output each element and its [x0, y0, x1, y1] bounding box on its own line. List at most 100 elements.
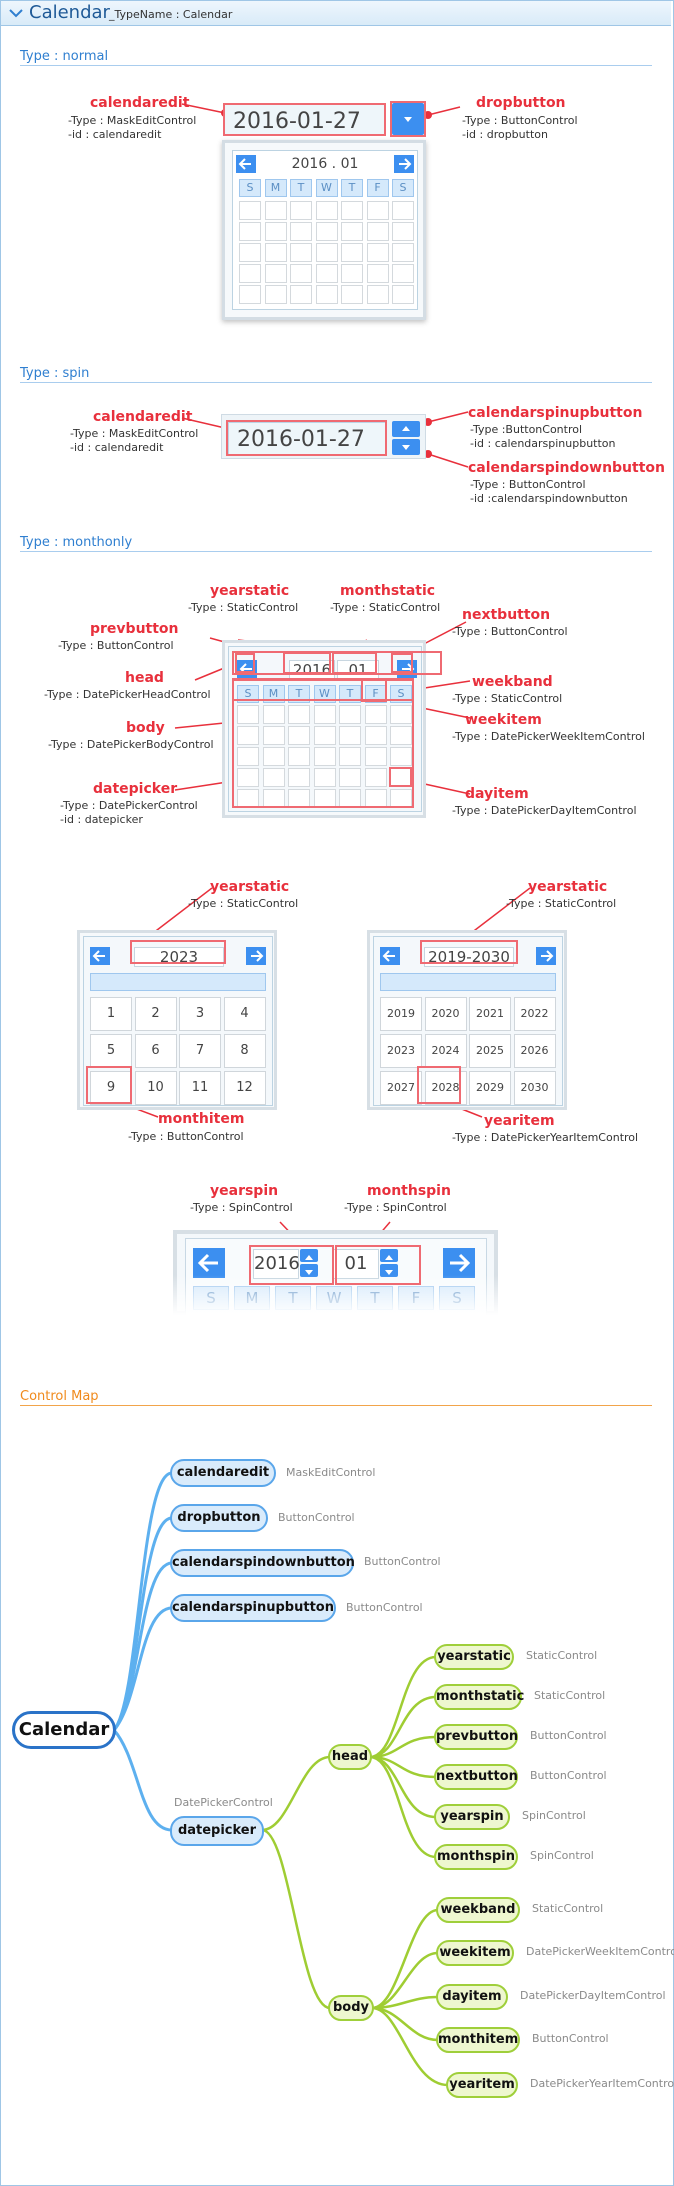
dayitem[interactable]	[390, 747, 412, 766]
grid-item[interactable]: 5	[90, 1034, 132, 1068]
dayitem[interactable]	[237, 705, 259, 724]
dayitem[interactable]	[264, 264, 287, 283]
mp-prevbutton[interactable]	[90, 947, 110, 965]
grid-item[interactable]: 2023	[380, 1034, 422, 1068]
spinhead-prevbutton[interactable]	[193, 1248, 225, 1278]
dayitem[interactable]	[366, 222, 389, 241]
grid-item[interactable]: 6	[134, 1034, 177, 1068]
yp-nextbutton[interactable]	[536, 947, 556, 965]
mp-nextbutton[interactable]	[246, 947, 266, 965]
dayitem[interactable]	[237, 726, 259, 745]
dayitem[interactable]	[341, 264, 363, 283]
dayitem[interactable]	[364, 726, 387, 745]
collapse-chevron-icon[interactable]	[8, 4, 24, 20]
dayitem[interactable]	[288, 747, 310, 766]
normal-nextbutton[interactable]	[394, 155, 414, 173]
normal-prevbutton[interactable]	[236, 155, 256, 173]
dayitem[interactable]	[315, 264, 338, 283]
dayitem[interactable]	[339, 768, 361, 787]
dayitem[interactable]	[264, 222, 287, 241]
grid-item[interactable]: 2024	[424, 1034, 467, 1068]
dayitem[interactable]	[313, 705, 336, 724]
dayitem[interactable]	[315, 243, 338, 262]
dayitem[interactable]	[264, 243, 287, 262]
dayitem[interactable]	[290, 222, 312, 241]
dayitem[interactable]	[290, 201, 312, 220]
dayitem[interactable]	[364, 768, 387, 787]
dayitem[interactable]	[239, 243, 261, 262]
dayitem[interactable]	[313, 726, 336, 745]
dayitem[interactable]	[341, 222, 363, 241]
dayitem[interactable]	[315, 201, 338, 220]
spin-calendaredit-field[interactable]: 2016-01-27	[228, 422, 386, 456]
dayitem[interactable]	[239, 285, 261, 304]
grid-item[interactable]: 12	[223, 1071, 266, 1105]
dayitem[interactable]	[313, 747, 336, 766]
dayitem[interactable]	[264, 201, 287, 220]
dayitem[interactable]	[390, 726, 412, 745]
dayitem[interactable]	[288, 768, 310, 787]
dayitem[interactable]	[341, 201, 363, 220]
dayitem[interactable]	[339, 747, 361, 766]
calendarspindownbutton[interactable]	[392, 439, 420, 455]
dayitem[interactable]	[262, 747, 285, 766]
monthspin-down[interactable]	[380, 1264, 398, 1277]
dayitem[interactable]	[366, 243, 389, 262]
grid-item[interactable]: 11	[179, 1071, 221, 1105]
grid-item[interactable]: 2026	[513, 1034, 556, 1068]
grid-item[interactable]: 9	[90, 1071, 132, 1105]
dayitem[interactable]	[237, 768, 259, 787]
grid-item[interactable]: 1	[90, 997, 132, 1031]
dayitem[interactable]	[366, 285, 389, 304]
dayitem[interactable]	[262, 726, 285, 745]
grid-item[interactable]: 3	[179, 997, 221, 1031]
spinhead-nextbutton[interactable]	[443, 1248, 475, 1278]
yearspin-value[interactable]: 2016	[253, 1249, 300, 1279]
dayitem[interactable]	[315, 285, 338, 304]
dayitem[interactable]	[341, 243, 363, 262]
calendarspinupbutton[interactable]	[392, 421, 420, 437]
dayitem[interactable]	[315, 222, 338, 241]
dayitem[interactable]	[239, 201, 261, 220]
dayitem[interactable]	[392, 264, 414, 283]
dayitem[interactable]	[288, 726, 310, 745]
dayitem[interactable]	[290, 285, 312, 304]
yearspin-down[interactable]	[300, 1264, 318, 1277]
grid-item[interactable]: 2027	[380, 1071, 422, 1105]
yp-prevbutton[interactable]	[380, 947, 400, 965]
grid-item[interactable]: 2019	[380, 997, 422, 1031]
dayitem[interactable]	[366, 201, 389, 220]
grid-item[interactable]: 2	[134, 997, 177, 1031]
dayitem[interactable]	[390, 705, 412, 724]
dayitem[interactable]	[239, 264, 261, 283]
grid-item[interactable]: 10	[134, 1071, 177, 1105]
dayitem[interactable]	[392, 222, 414, 241]
dayitem[interactable]	[392, 243, 414, 262]
grid-item[interactable]: 2029	[469, 1071, 511, 1105]
grid-item[interactable]: 2022	[513, 997, 556, 1031]
yearspin-up[interactable]	[300, 1249, 318, 1262]
dayitem[interactable]	[262, 705, 285, 724]
dayitem[interactable]	[341, 285, 363, 304]
grid-item[interactable]: 8	[223, 1034, 266, 1068]
dayitem[interactable]	[392, 285, 414, 304]
grid-item[interactable]: 4	[223, 997, 266, 1031]
dayitem[interactable]	[262, 768, 285, 787]
dropbutton[interactable]	[392, 103, 424, 135]
dayitem[interactable]	[392, 201, 414, 220]
dayitem[interactable]	[339, 705, 361, 724]
dayitem[interactable]	[237, 747, 259, 766]
dayitem[interactable]	[264, 285, 287, 304]
dayitem[interactable]	[364, 705, 387, 724]
dayitem[interactable]	[339, 726, 361, 745]
dayitem[interactable]	[290, 243, 312, 262]
dayitem[interactable]	[290, 264, 312, 283]
grid-item[interactable]: 2025	[469, 1034, 511, 1068]
dayitem[interactable]	[288, 705, 310, 724]
dayitem[interactable]	[364, 747, 387, 766]
dayitem[interactable]	[313, 768, 336, 787]
grid-item[interactable]: 2020	[424, 997, 467, 1031]
dayitem[interactable]	[239, 222, 261, 241]
grid-item[interactable]: 2030	[513, 1071, 556, 1105]
grid-item[interactable]: 7	[179, 1034, 221, 1068]
